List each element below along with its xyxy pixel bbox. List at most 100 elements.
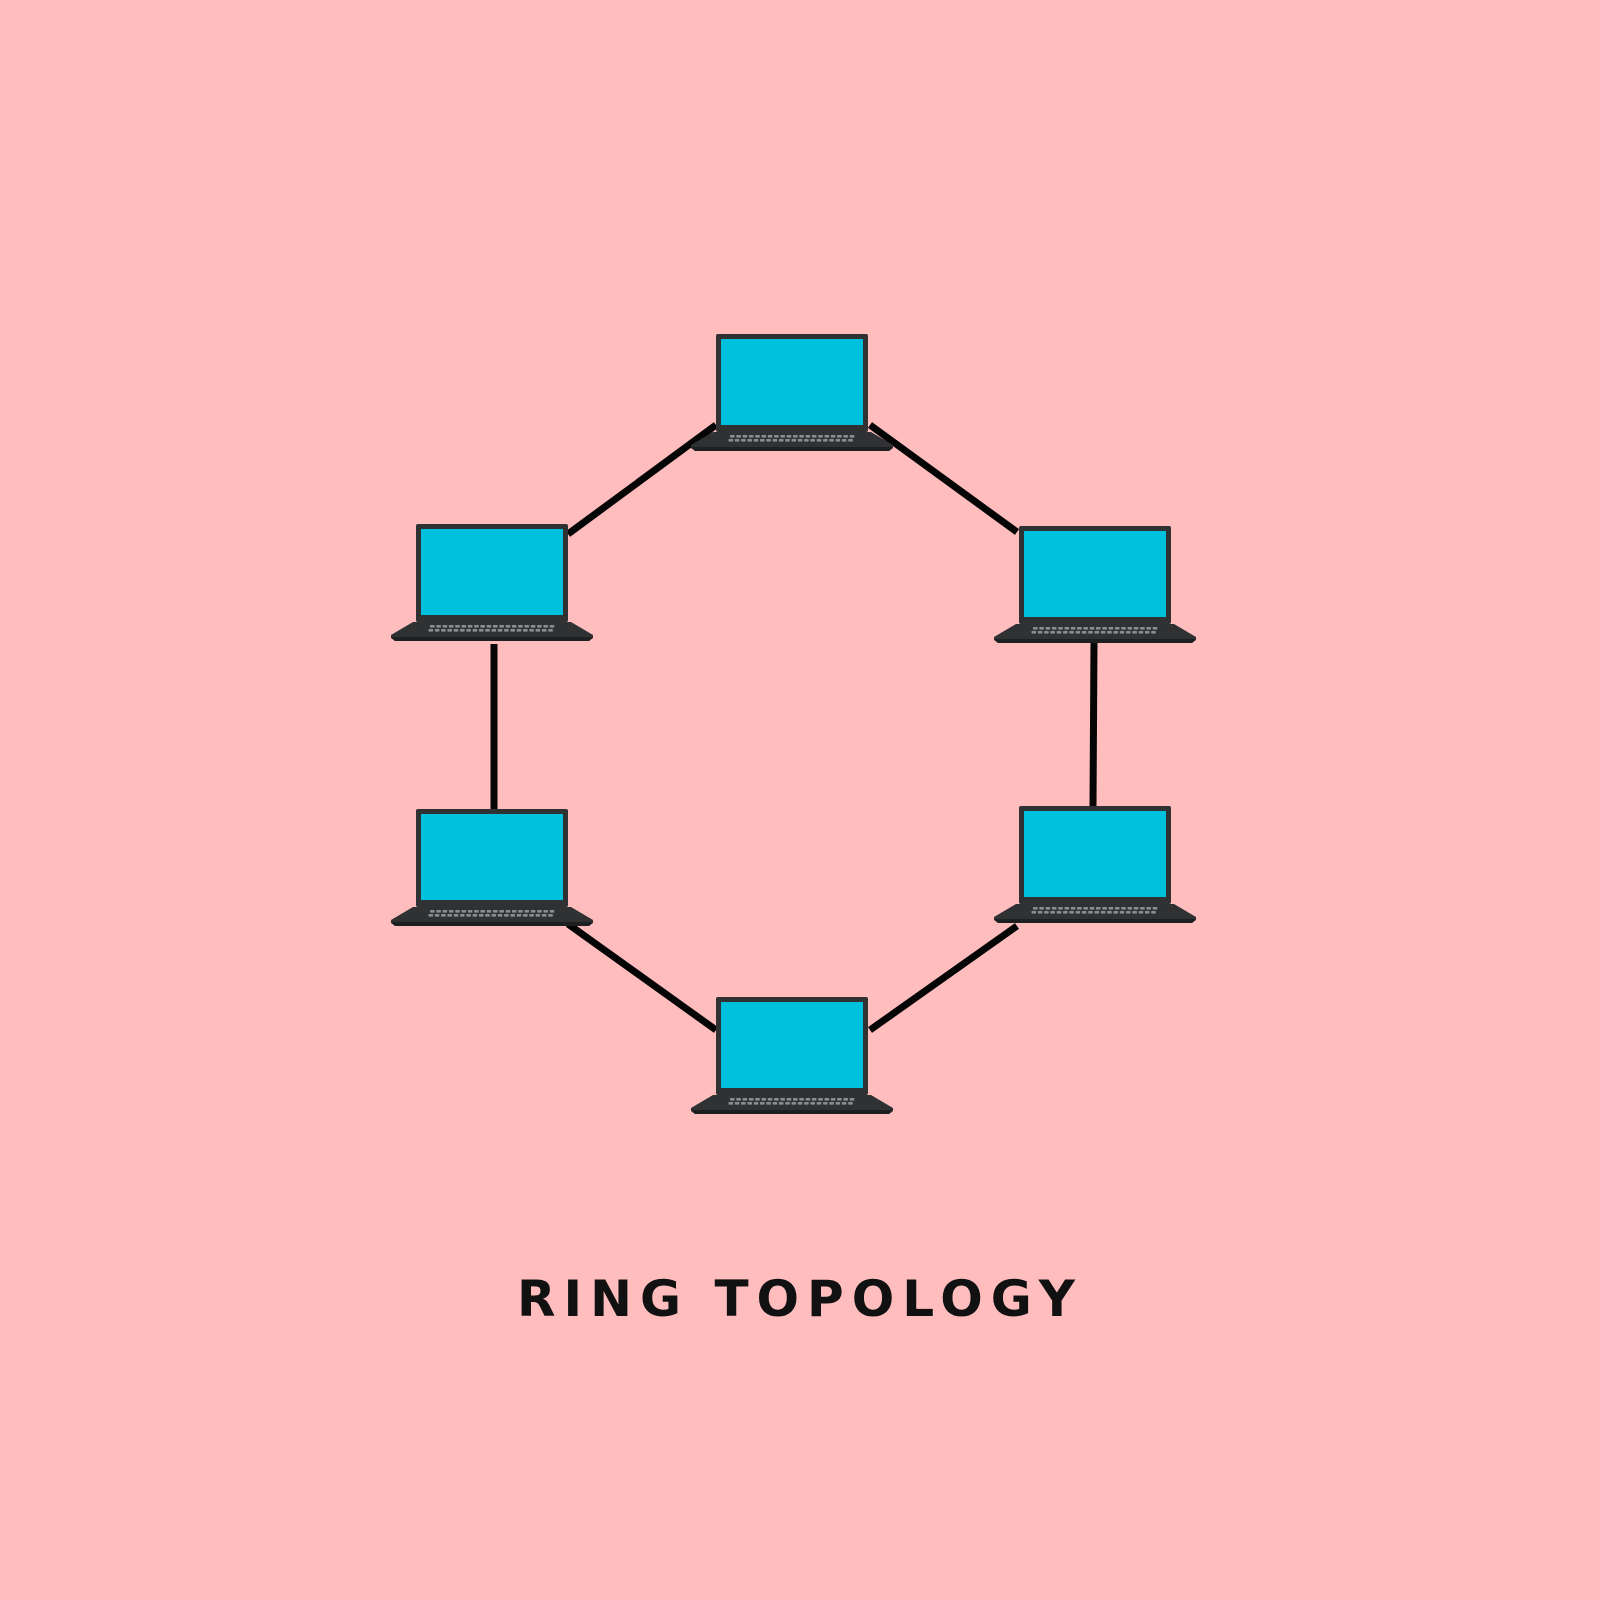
laptop-key (434, 629, 440, 632)
laptop-key (1121, 627, 1126, 630)
laptop-key (516, 914, 522, 917)
laptop-key (1140, 907, 1145, 910)
laptop-key (1133, 907, 1139, 910)
laptop-key (529, 629, 534, 632)
laptop-key (799, 435, 804, 438)
laptop-key (797, 439, 803, 442)
laptop-key (736, 1098, 741, 1101)
laptop-key (766, 439, 771, 442)
laptop-key (772, 439, 778, 442)
laptop-key (537, 625, 542, 628)
laptop-keyboard (728, 1098, 855, 1105)
laptop-key (486, 625, 492, 628)
laptop-key (491, 629, 497, 632)
laptop-key (504, 629, 509, 632)
laptop-key (1058, 907, 1063, 910)
laptop-key (537, 910, 542, 913)
laptop-key (1144, 911, 1150, 914)
laptop-key (505, 910, 511, 913)
laptop-key (748, 435, 754, 438)
laptop-key (843, 435, 848, 438)
laptop-key (1083, 907, 1088, 910)
laptop-base-edge (391, 637, 593, 641)
laptop-key (1096, 627, 1101, 630)
laptop-key (767, 1098, 773, 1101)
laptop-keyboard (428, 625, 555, 632)
laptop-key (797, 1102, 803, 1105)
laptop-key (441, 914, 446, 917)
laptop-key (1081, 631, 1087, 634)
laptop-key (818, 435, 823, 438)
laptop-key (805, 435, 811, 438)
laptop-key (1063, 911, 1068, 914)
laptop-key (793, 435, 798, 438)
laptop-key (837, 1098, 842, 1101)
laptop-key (467, 910, 473, 913)
laptop-key (742, 435, 748, 438)
link-laptop-upper-left-to-laptop-top (565, 422, 719, 537)
laptop-key (728, 1102, 734, 1105)
laptop-key (486, 910, 492, 913)
laptop-key (1069, 631, 1074, 634)
laptop-lower-left (391, 809, 593, 926)
laptop-key (543, 910, 548, 913)
laptop-key (448, 910, 454, 913)
laptop-key (499, 625, 504, 628)
laptop-key (1081, 911, 1087, 914)
laptop-key (774, 1098, 779, 1101)
laptop-key (1037, 631, 1043, 634)
laptop-key (1152, 907, 1158, 910)
laptop-key (1044, 911, 1049, 914)
laptop-key (1127, 627, 1133, 630)
laptop-key (748, 1098, 754, 1101)
laptop-key (511, 910, 517, 913)
laptop-screen (721, 339, 863, 425)
laptop-bottom (691, 997, 893, 1114)
laptop-key (480, 910, 485, 913)
laptop-key (816, 439, 822, 442)
laptop-key (510, 629, 515, 632)
laptop-key (1050, 911, 1055, 914)
laptop-key (804, 1102, 809, 1105)
laptop-key (760, 1102, 765, 1105)
laptop-base-edge (994, 639, 1196, 643)
laptop-key (1144, 631, 1150, 634)
laptop-key (830, 1098, 836, 1101)
laptop-key (823, 1102, 828, 1105)
laptop-key (518, 910, 523, 913)
laptop-key (1058, 627, 1063, 630)
laptop-key (1102, 907, 1107, 910)
laptop-key (778, 1102, 784, 1105)
laptop-key (518, 625, 523, 628)
laptop-key (497, 914, 503, 917)
laptop-lower-right (994, 806, 1196, 923)
laptop-key (1108, 907, 1114, 910)
laptop-key (1050, 631, 1055, 634)
laptop-key (830, 435, 836, 438)
laptop-key (447, 914, 452, 917)
laptop-key (785, 439, 790, 442)
laptop-key (1089, 627, 1095, 630)
laptop-key (1100, 911, 1106, 914)
laptop-key (493, 625, 498, 628)
laptop-key (1119, 911, 1125, 914)
laptop-key (1096, 907, 1101, 910)
diagram-title: RING TOPOLOGY (517, 1270, 1083, 1328)
laptop-key (499, 910, 504, 913)
laptop-key (848, 439, 853, 442)
laptop-key (428, 914, 434, 917)
laptop-key (461, 625, 467, 628)
laptop-key (805, 1098, 811, 1101)
laptop-key (530, 625, 536, 628)
laptop-key (1075, 911, 1081, 914)
laptop-key (428, 629, 434, 632)
laptop-key (1045, 907, 1051, 910)
laptop-key (799, 1098, 804, 1101)
link-laptop-lower-right-to-laptop-bottom (867, 923, 1020, 1033)
laptop-key (1077, 907, 1082, 910)
laptop-key (505, 625, 511, 628)
laptop-key (442, 625, 448, 628)
laptop-key (1077, 627, 1082, 630)
laptop-key (1094, 911, 1100, 914)
laptop-key (1039, 907, 1044, 910)
